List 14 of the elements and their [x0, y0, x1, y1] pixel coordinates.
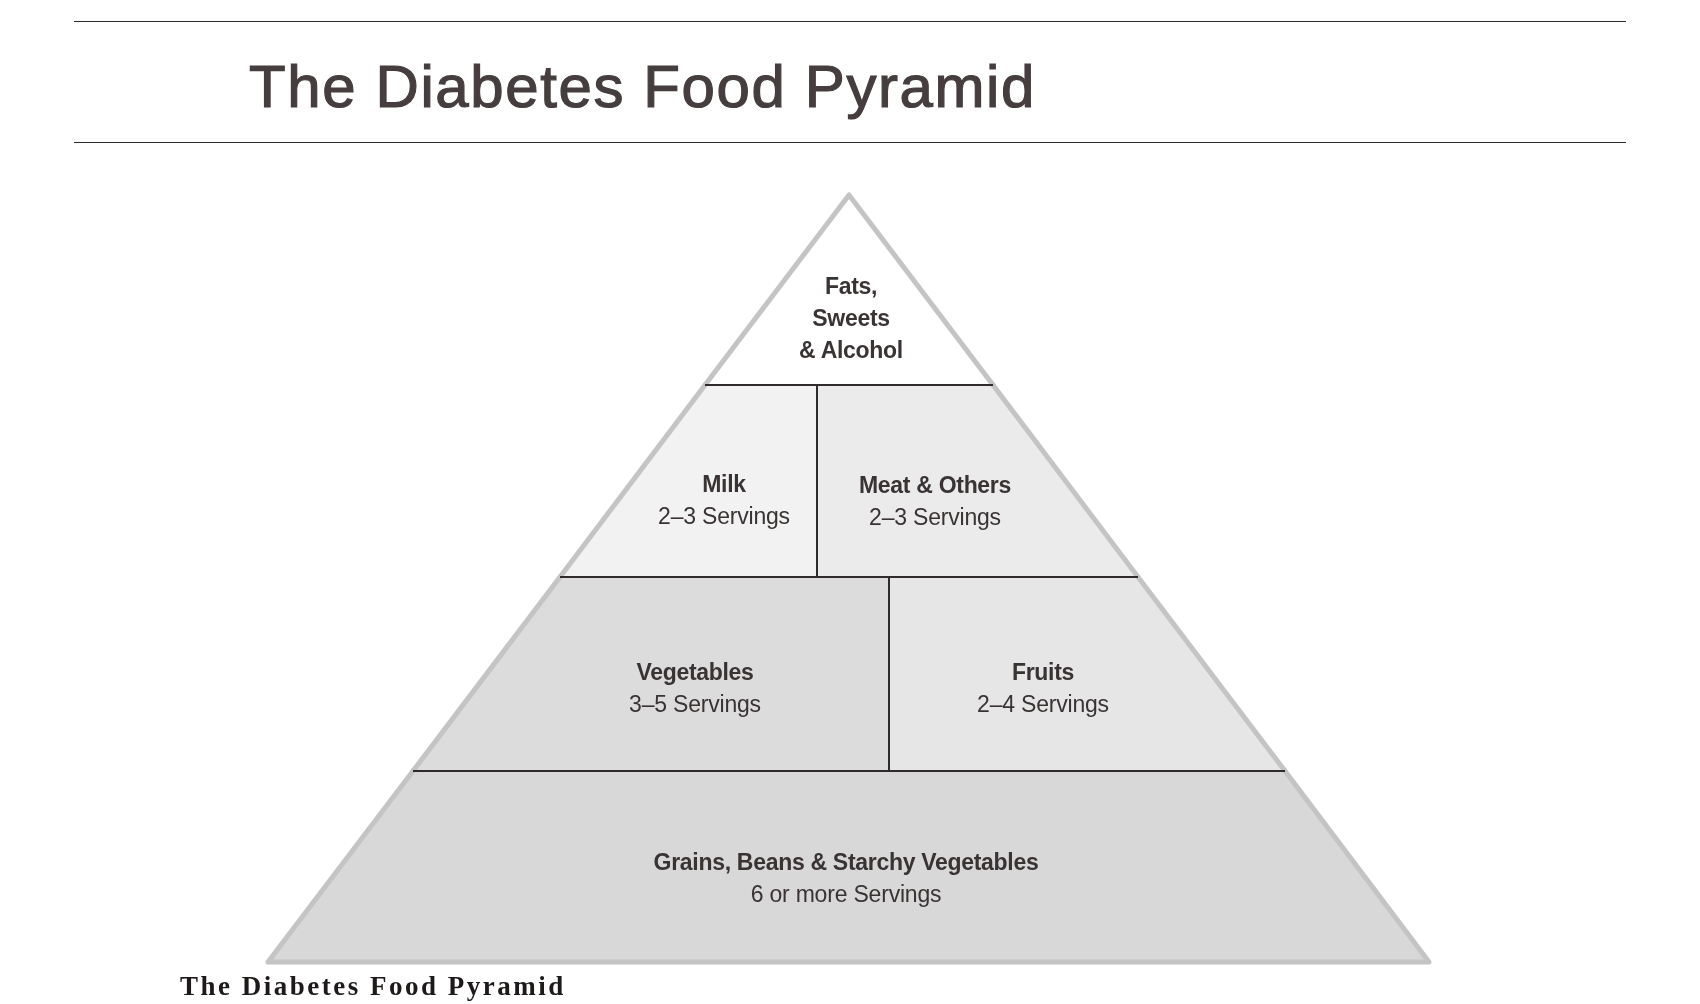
serving-count: 3–5 Servings — [629, 690, 761, 719]
pyramid-tier — [265, 768, 1432, 965]
tier-heading: Meat & Others — [859, 471, 1011, 500]
serving-count: 6 or more Servings — [750, 880, 942, 909]
serving-count: 2–4 Servings — [977, 690, 1109, 719]
tier-heading: Vegetables — [636, 658, 754, 687]
tier-heading: Fruits — [1011, 658, 1075, 687]
title-text: The Diabetes Food Pyramid — [249, 57, 1036, 117]
tier-heading: Grains, Beans & Starchy Vegetables — [653, 848, 1039, 877]
tier-heading: Fats, Sweets & Alcohol — [798, 272, 904, 365]
tier-heading: Milk — [702, 470, 746, 499]
serving-count: 2–3 Servings — [658, 502, 790, 531]
caption-text: The Diabetes Food Pyramid — [180, 971, 566, 1001]
serving-count: 2–3 Servings — [869, 503, 1001, 532]
